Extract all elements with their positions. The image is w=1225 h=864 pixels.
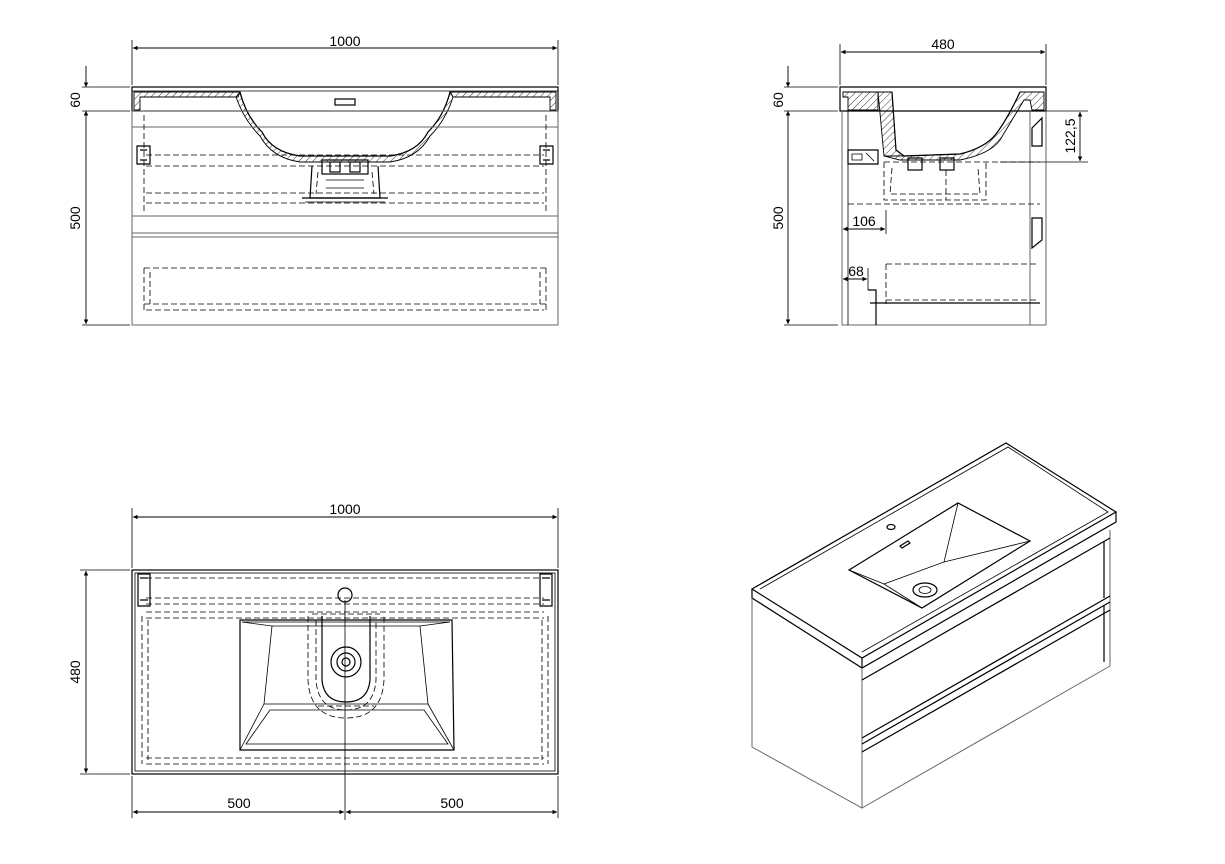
top-view: 1000 480 500 500 [67, 501, 559, 820]
front-view: 1000 60 500 [67, 33, 559, 326]
side-depth-label: 480 [931, 36, 955, 52]
side-basin-depth-label: 122,5 [1062, 118, 1078, 153]
top-depth-label: 480 [67, 660, 83, 684]
front-top-height-label: 60 [67, 92, 83, 108]
side-top-height-label: 60 [770, 92, 786, 108]
top-left-half-label: 500 [227, 795, 251, 811]
front-body-height-label: 500 [67, 206, 83, 230]
isometric-view [750, 442, 1118, 809]
top-right-half-label: 500 [440, 795, 464, 811]
side-body-height-label: 500 [770, 206, 786, 230]
side-view: 480 60 500 122,5 106 68 [770, 36, 1088, 326]
top-width-label: 1000 [329, 501, 360, 517]
front-width-label: 1000 [329, 33, 360, 49]
side-offset-a-label: 106 [852, 213, 876, 229]
side-offset-b-label: 68 [848, 263, 864, 279]
